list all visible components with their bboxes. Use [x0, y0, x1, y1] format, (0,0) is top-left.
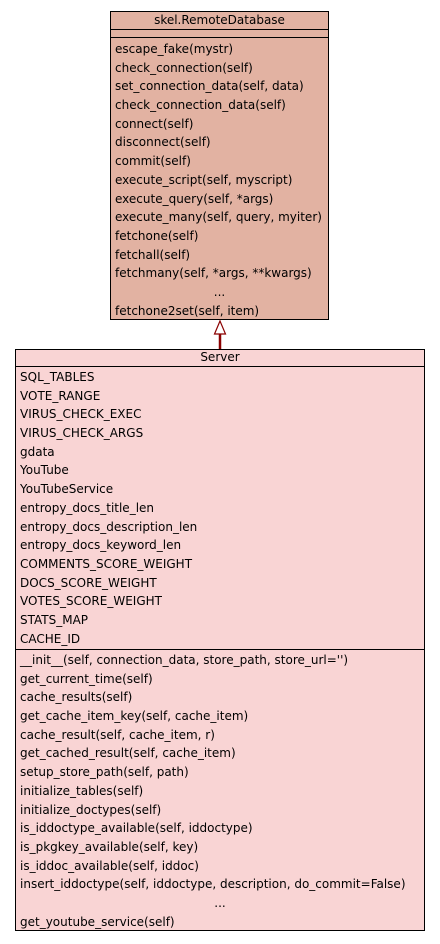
method-row: connect(self): [115, 116, 194, 131]
remote-database-attributes-section: [111, 30, 328, 38]
attribute-row: VOTES_SCORE_WEIGHT: [20, 594, 162, 609]
method-row: cache_results(self): [20, 690, 133, 705]
attribute-row: SQL_TABLES: [20, 370, 95, 384]
method-row: commit(self): [115, 154, 191, 169]
method-row: fetchone(self): [115, 228, 199, 243]
attribute-row: COMMENTS_SCORE_WEIGHT: [20, 556, 193, 571]
method-row: escape_fake(mystr): [115, 42, 234, 56]
server-class-box: Server SQL_TABLES VOTE_RANGE VIRUS_CHECK_E…: [15, 349, 425, 931]
method-row: is_pkgkey_available(self, key): [20, 839, 199, 854]
method-row: get_current_time(self): [20, 671, 153, 686]
method-row: execute_many(self, query, myiter): [115, 210, 322, 225]
attribute-row: entropy_docs_description_len: [20, 519, 198, 534]
method-row: get_cache_item_key(self, cache_item): [20, 709, 249, 724]
method-row: execute_script(self, myscript): [115, 172, 293, 187]
attribute-row: entropy_docs_keyword_len: [20, 538, 182, 553]
method-row: check_connection(self): [115, 60, 253, 75]
method-row: disconnect(self): [115, 135, 211, 150]
method-row: insert_iddoctype(self, iddoctype, descri…: [20, 877, 406, 892]
method-row: fetchall(self): [115, 247, 191, 262]
method-row: cache_result(self, cache_item, r): [20, 727, 215, 742]
method-row: __init__(self, connection_data, store_pa…: [20, 653, 349, 667]
attribute-row: gdata: [20, 444, 55, 459]
method-row: is_iddoc_available(self, iddoc): [20, 858, 199, 873]
method-row: fetchone2set(self, item): [115, 303, 260, 318]
method-row: initialize_tables(self): [20, 783, 144, 798]
remote-database-methods-section: escape_fake(mystr) check_connection(self)…: [111, 38, 328, 320]
method-row: fetchmany(self, *args, **kwargs): [115, 266, 312, 281]
attribute-row: YouTube: [20, 463, 69, 478]
ellipsis-row: ...: [214, 895, 226, 910]
remote-database-class-box: skel.RemoteDatabase escape_fake(mystr)ch…: [110, 11, 329, 320]
attribute-row: DOCS_SCORE_WEIGHT: [20, 575, 157, 590]
remote-database-class-name: skel.RemoteDatabase: [111, 12, 328, 30]
method-row: is_iddoctype_available(self, iddoctype): [20, 821, 253, 836]
attribute-row: VIRUS_CHECK_EXEC: [20, 407, 142, 422]
ellipsis-row: ...: [213, 284, 226, 299]
attribute-row: VOTE_RANGE: [20, 388, 101, 403]
method-row: initialize_doctypes(self): [20, 802, 162, 817]
method-row: get_youtube_service(self): [20, 914, 175, 929]
method-row: setup_store_path(self, path): [20, 765, 189, 780]
attribute-row: STATS_MAP: [20, 612, 89, 627]
server-class-name: Server: [16, 350, 424, 367]
method-row: execute_query(self, *args): [115, 191, 274, 206]
attribute-row: VIRUS_CHECK_ARGS: [20, 426, 144, 441]
method-row: check_connection_data(self): [115, 98, 286, 113]
attribute-row: entropy_docs_title_len: [20, 500, 155, 515]
server-attributes-section: SQL_TABLES VOTE_RANGE VIRUS_CHECK_EXEC VIRU…: [16, 367, 424, 650]
method-row: get_cached_result(self, cache_item): [20, 746, 236, 761]
attribute-row: CACHE_ID: [20, 631, 81, 646]
method-row: set_connection_data(self, data): [115, 79, 304, 94]
server-methods-section: __init__(self, connection_data, store_pa…: [16, 650, 424, 931]
inheritance-arrowhead: [213, 319, 227, 335]
attribute-row: YouTubeService: [20, 482, 114, 497]
